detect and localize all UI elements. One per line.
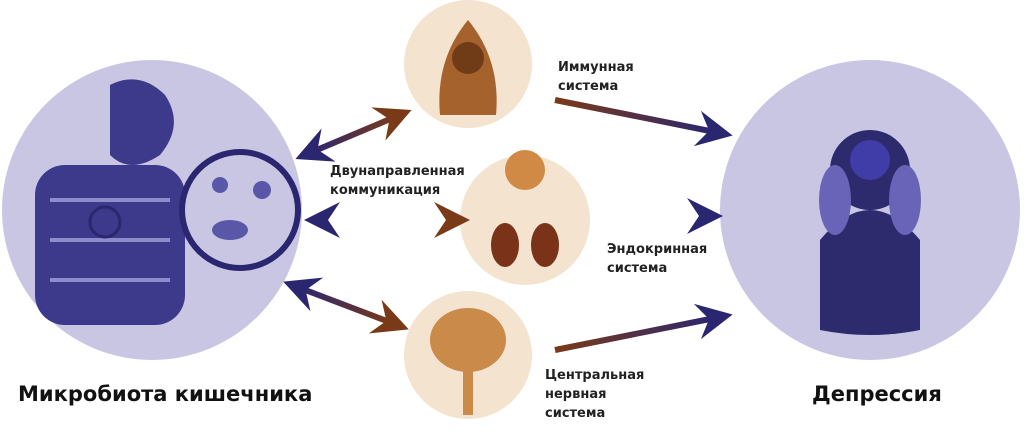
label-line: коммуникация	[330, 183, 441, 198]
label-line: система	[545, 406, 606, 421]
label-line: система	[558, 79, 619, 94]
label-line: нервная	[545, 387, 607, 402]
central-nervous-system-illustration	[404, 291, 532, 419]
arrow-gut-cns	[283, 277, 409, 334]
immune-system-label: Иммунная система	[558, 58, 634, 96]
immune-system-illustration	[404, 0, 532, 128]
depression-title: Депрессия	[812, 382, 942, 406]
label-line: Центральная	[545, 368, 645, 383]
cns-label: Центральная нервная система	[545, 366, 644, 423]
gut-microbiota-title: Микробиота кишечника	[18, 382, 313, 406]
label-line: Иммунная	[558, 60, 634, 75]
endocrine-system-label: Эндокринная система	[607, 240, 707, 278]
arrow-gut-immune	[295, 107, 412, 162]
arrow-cns-depression	[554, 303, 733, 353]
label-line: Эндокринная	[607, 242, 708, 257]
bidirectional-communication-label: Двунаправленная коммуникация	[330, 162, 465, 200]
label-line: Двунаправленная	[330, 164, 465, 179]
gut-microbiota-illustration	[2, 60, 302, 360]
label-line: система	[607, 261, 668, 276]
endocrine-system-illustration	[460, 150, 590, 285]
arrow-immune-depression	[554, 97, 733, 147]
depression-illustration	[720, 60, 1020, 360]
